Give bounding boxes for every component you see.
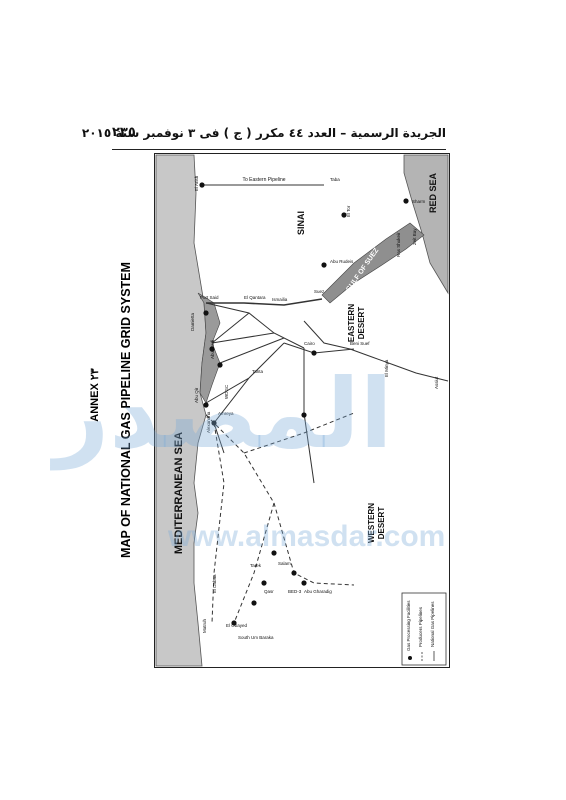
label-eastern-desert-2: DESERT: [357, 307, 366, 340]
label-tanta: Tanta: [252, 369, 264, 374]
label-sharm: Sharm: [412, 199, 426, 204]
label-beni-suef: Beni Suef: [350, 341, 370, 346]
watermark-arabic: المصدر: [54, 358, 393, 470]
label-matruh: Matruh: [202, 618, 207, 633]
label-suez: Suez: [314, 289, 325, 294]
label-port-said: Port Said: [200, 295, 219, 300]
suez-canal: [206, 298, 323, 306]
label-ras-shukeir: Ras Shukeir: [396, 232, 401, 257]
label-el-obayed: El Obayed: [226, 623, 248, 628]
label-badr: BED-3: [288, 589, 302, 594]
label-eastern-pipeline: To Eastern Pipeline: [242, 177, 285, 183]
label-red-sea: RED SEA: [428, 172, 438, 213]
gas-processing-facilities: [199, 182, 409, 626]
header-rule: [112, 149, 446, 150]
label-mediterranean: MEDITERRANEAN SEA: [173, 432, 185, 554]
label-el-arish: El Arish: [194, 175, 199, 191]
label-eastern-desert-1: EASTERN: [347, 304, 356, 342]
label-western-desert-2: DESERT: [377, 507, 386, 540]
label-qasr: Qasr: [264, 589, 274, 594]
label-el-tor: El Tor: [346, 205, 351, 217]
label-western-desert-1: WESTERN: [367, 503, 376, 543]
page-number: ٢٣٥: [112, 125, 136, 140]
label-zeit-bay: Zeit Bay: [412, 228, 417, 245]
map-legend: Gas Processing Facilities Producers Pipe…: [401, 592, 447, 666]
legend-item-3: National Gas Pipelines: [430, 601, 435, 647]
label-el-dabaa: El Dabaa: [212, 574, 217, 593]
label-salam: Salam: [278, 561, 291, 566]
page-header: الجريدة الرسمية – العدد ٤٤ مكرر ( ج ) فى…: [82, 124, 446, 148]
label-abu-rudeis: Abu Rudeis: [330, 259, 354, 264]
legend-item-1: Gas Processing Facilities: [406, 600, 411, 651]
nile-river: [303, 320, 449, 382]
label-amreya: Amreya: [218, 411, 234, 416]
label-abu-madi: Abu Madi: [210, 340, 215, 359]
label-tarek: Tarek: [250, 563, 262, 568]
gazette-header-text: الجريدة الرسمية – العدد ٤٤ مكرر ( ج ) فى…: [81, 126, 446, 140]
red-sea: [403, 154, 449, 295]
label-el-qantara: El Qantara: [244, 295, 266, 300]
label-wdgc: WDGC: [224, 384, 229, 399]
label-siwa: South Um Baraka: [238, 635, 274, 640]
label-taba: Taba: [330, 177, 340, 182]
label-abu-qir: Abu Qir: [194, 387, 199, 403]
label-sinai: SINAI: [296, 211, 306, 235]
label-damietta: Damietta: [190, 312, 195, 331]
legend-item-2: Producers Pipelines: [418, 606, 423, 647]
label-cairo: Cairo: [304, 341, 315, 346]
label-assiut: Assiut: [434, 376, 439, 389]
label-alexandria: Alexandria: [206, 411, 211, 433]
producers-pipelines: [205, 412, 355, 624]
label-ismailia: Ismailia: [272, 297, 288, 302]
pipeline-map: MEDITERRANEAN SEA RED SEA GULF OF SUEZ S…: [155, 154, 449, 667]
label-abu-gharadig: Abu Gharadig: [304, 589, 332, 594]
nile-delta: [197, 292, 221, 404]
label-el-minya: El Minya: [384, 359, 389, 377]
gulf-of-suez: [321, 222, 425, 304]
watermark-url: www.almasdar.com: [168, 520, 446, 553]
